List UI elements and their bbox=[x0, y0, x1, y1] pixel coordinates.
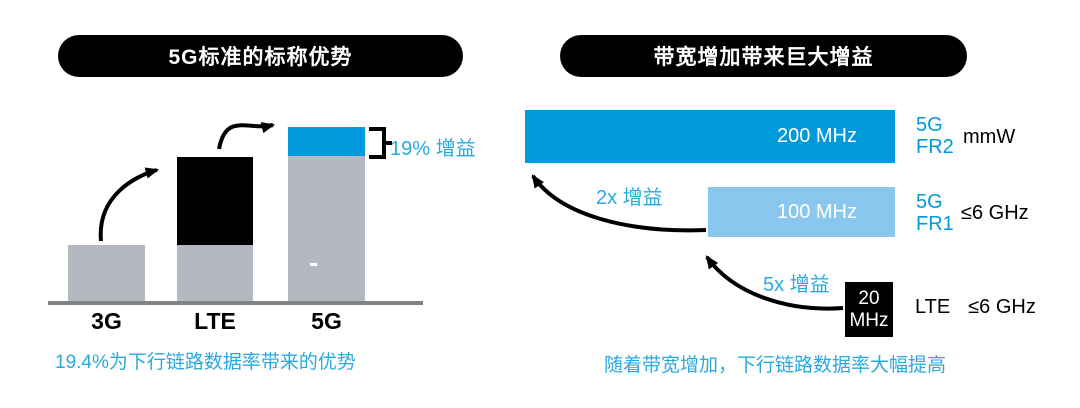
label-5g-fr2-band: FR2 bbox=[916, 136, 954, 158]
label-5g-fr1: 5G FR1 bbox=[916, 191, 954, 235]
bar-lte-black-segment bbox=[177, 157, 253, 245]
left-panel-caption: 19.4%为下行链路数据率带来的优势 bbox=[55, 352, 356, 373]
bar-5g-blue-gain-segment bbox=[288, 127, 365, 156]
label-5g-fr2-tech: 5G bbox=[916, 114, 943, 136]
axis-label-5g: 5G bbox=[311, 308, 342, 334]
bar-20mhz-label-bottom: MHz bbox=[849, 309, 889, 331]
axis-label-lte: LTE bbox=[194, 308, 236, 334]
curved-arrow-lte-to-5g-icon bbox=[217, 122, 276, 150]
label-mmw: mmW bbox=[963, 126, 1016, 148]
right-panel-title: 带宽增加带来巨大增益 bbox=[653, 46, 874, 69]
bar-100mhz-label: 100 MHz bbox=[776, 200, 857, 223]
gain-5x-label: 5x 增益 bbox=[763, 274, 830, 296]
label-5g-fr2: 5G FR2 bbox=[916, 114, 954, 158]
bar-lte-gray-segment bbox=[177, 245, 253, 301]
label-lte-row: LTE ≤6 GHz bbox=[915, 296, 1036, 319]
left-panel-title: 5G标准的标称优势 bbox=[168, 46, 353, 69]
left-panel-title-pill: 5G标准的标称优势 bbox=[58, 35, 463, 77]
label-5g-fr1-band: FR1 bbox=[916, 213, 954, 235]
left-chart-baseline bbox=[48, 301, 423, 305]
bar-20mhz: 20 MHz bbox=[845, 282, 893, 337]
right-panel-title-pill: 带宽增加带来巨大增益 bbox=[560, 35, 967, 77]
bar-5g-gray-segment bbox=[288, 156, 365, 301]
bar-200mhz: 200 MHz bbox=[525, 110, 895, 163]
gain-2x-label: 2x 增益 bbox=[596, 187, 663, 209]
bar-100mhz: 100 MHz bbox=[708, 187, 895, 237]
bar-20mhz-label-top: 20 bbox=[858, 287, 880, 309]
label-lte: LTE bbox=[915, 296, 951, 318]
bar-3g bbox=[68, 245, 145, 301]
gain-bracket-icon bbox=[369, 127, 392, 159]
label-sub6-fr1: ≤6 GHz bbox=[961, 202, 1029, 224]
curved-arrow-3g-to-lte-icon bbox=[98, 167, 160, 242]
axis-label-3g: 3G bbox=[91, 308, 122, 334]
right-panel-caption: 随着带宽增加，下行链路数据率大幅提高 bbox=[603, 355, 946, 376]
label-5g-fr1-tech: 5G bbox=[916, 191, 943, 213]
bar-200mhz-label: 200 MHz bbox=[776, 125, 857, 147]
white-dash-artifact bbox=[310, 263, 317, 266]
gain-19-label: 19% 增益 bbox=[390, 138, 476, 160]
label-sub6-lte: ≤6 GHz bbox=[968, 296, 1036, 318]
